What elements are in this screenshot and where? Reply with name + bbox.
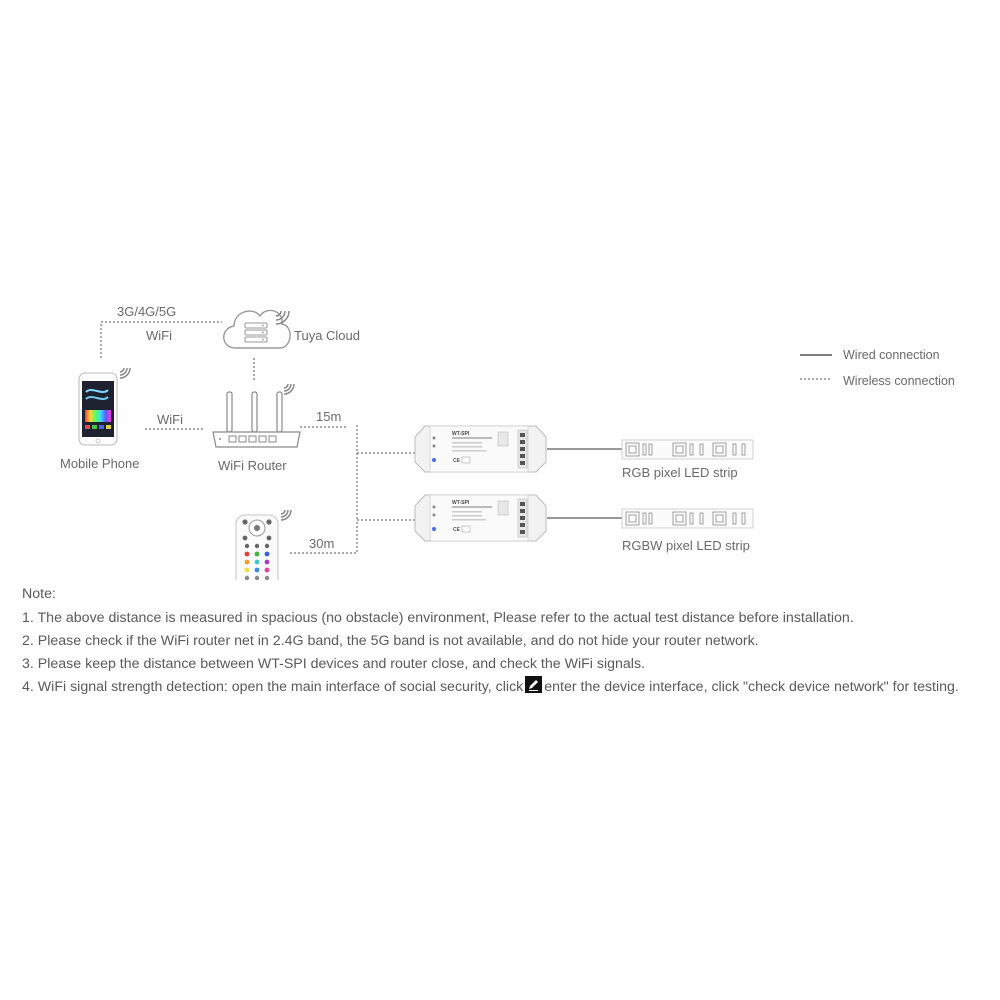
led-strip-rgbw [621, 508, 754, 529]
cellular-label: 3G/4G/5G [117, 304, 176, 319]
note-1: 1. The above distance is measured in spa… [22, 610, 854, 626]
router-label: WiFi Router [218, 458, 287, 473]
phone-wifi-signal-icon [119, 367, 131, 379]
legend-wireless-label: Wireless connection [843, 374, 955, 388]
legend-wired-label: Wired connection [843, 348, 940, 362]
network-diagram: 3G/4G/5G WiFi Tuya Cloud Mobile Phone Wi… [60, 304, 955, 580]
note-2: 2. Please check if the WiFi router net i… [22, 633, 759, 649]
controller-2: WT-SPI CE [414, 494, 547, 542]
notes-title: Note: [22, 586, 56, 602]
connection-lines [100, 321, 622, 554]
note-4-after: enter the device interface, click "check… [544, 679, 959, 695]
phone-icon [78, 372, 118, 446]
distance-30m-label: 30m [309, 536, 334, 551]
svg-text:CE: CE [453, 527, 461, 533]
controller-2-model: WT-SPI [452, 500, 470, 506]
phone-label: Mobile Phone [60, 456, 140, 471]
svg-text:CE: CE [453, 458, 461, 464]
wifi-mid-label: WiFi [157, 412, 183, 427]
wifi-top-label: WiFi [146, 328, 172, 343]
controller-1-model: WT-SPI [452, 431, 470, 437]
strip-rgb-label: RGB pixel LED strip [622, 465, 738, 480]
note-4-before: 4. WiFi signal strength detection: open … [22, 679, 524, 695]
wireless-link-phone-cloud [100, 321, 222, 358]
cloud-label: Tuya Cloud [294, 328, 360, 343]
note-4: 4. WiFi signal strength detection: open … [22, 676, 997, 699]
led-strip-rgb [621, 439, 754, 460]
remote-wifi-signal-icon [280, 509, 292, 521]
strip-rgbw-label: RGBW pixel LED strip [622, 538, 750, 553]
remote-icon [235, 514, 279, 580]
notes-section: Note: 1. The above distance is measured … [22, 583, 997, 699]
wireless-link-remote [290, 520, 358, 554]
router-wifi-signal-icon [283, 383, 295, 395]
distance-15m-label: 15m [316, 409, 341, 424]
edit-icon [525, 676, 543, 693]
legend: Wired connection Wireless connection [800, 348, 955, 388]
cloud-icon [223, 309, 291, 349]
controller-1: WT-SPI CE [414, 425, 547, 473]
cloud-wifi-signal-icon [275, 310, 290, 325]
note-3: 3. Please keep the distance between WT-S… [22, 656, 645, 672]
router-icon [212, 391, 301, 448]
